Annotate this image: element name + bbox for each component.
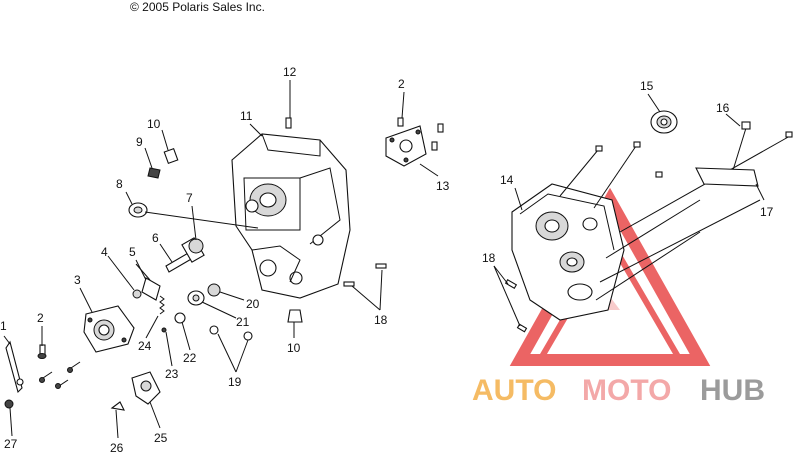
part-20-gear	[207, 283, 221, 297]
callout-labels: 1 2 2 3 4 5 6 7 8 9 10 10 11 12 13 14 15…	[0, 65, 774, 453]
part-14-gearcase-cover	[511, 183, 625, 321]
part-2-bolt-left	[37, 344, 47, 359]
part-7-gear	[188, 238, 204, 254]
callout-18-middle: 18	[374, 313, 388, 327]
callout-5: 5	[129, 245, 136, 259]
callout-11: 11	[240, 109, 253, 123]
part-25-lever	[131, 371, 161, 405]
part-12-dowel	[285, 117, 292, 129]
callout-20: 20	[246, 297, 260, 311]
part-22-washer	[174, 312, 186, 324]
part-8-seal	[128, 202, 148, 218]
part-27-nut	[4, 399, 14, 409]
part-24-spring	[159, 295, 165, 315]
part-3-cover-plate	[83, 305, 135, 353]
watermark-text-moto: MOTO	[582, 374, 671, 407]
callout-10-top: 10	[147, 117, 161, 131]
part-26-clip	[110, 401, 125, 411]
leader-lines	[3, 80, 765, 439]
callout-7: 7	[186, 191, 193, 205]
callout-17: 17	[760, 205, 774, 219]
watermark-text-auto: AUTO	[472, 374, 556, 407]
callout-16: 16	[716, 101, 730, 115]
callout-2-right: 2	[398, 77, 405, 91]
part-17-bracket	[695, 167, 759, 187]
part-10-plug-top	[163, 147, 179, 165]
callout-3: 3	[74, 273, 81, 287]
callout-24: 24	[138, 339, 152, 353]
callout-1: 1	[0, 319, 7, 333]
callout-18-right: 18	[482, 251, 496, 265]
part-5-actuator	[135, 263, 161, 301]
callout-25: 25	[154, 431, 168, 445]
callout-6: 6	[152, 231, 159, 245]
callout-21: 21	[236, 315, 250, 329]
part-13-gasket-plate	[385, 125, 427, 167]
part-18-pins-middle	[343, 263, 387, 287]
part-1-bracket	[5, 340, 24, 394]
callout-13: 13	[436, 179, 450, 193]
callout-4: 4	[101, 245, 108, 259]
callout-10-bottom: 10	[287, 341, 301, 355]
part-18-pins-right	[504, 279, 528, 333]
callout-27: 27	[4, 437, 18, 451]
copyright-notice: © 2005 Polaris Sales Inc.	[130, 0, 265, 14]
callout-22: 22	[183, 351, 197, 365]
part-3-bolts	[39, 361, 81, 389]
callout-14: 14	[500, 173, 514, 187]
part-19-nut-b	[243, 331, 253, 341]
callout-26: 26	[110, 441, 124, 453]
callout-23: 23	[165, 367, 179, 381]
callout-9: 9	[136, 135, 143, 149]
part-4-nut	[132, 289, 142, 299]
part-9-pin	[147, 167, 161, 179]
part-19-nut-a	[209, 325, 219, 335]
callout-19: 19	[228, 375, 242, 389]
part-11-gearcase-housing	[231, 133, 351, 299]
callout-8: 8	[116, 177, 123, 191]
part-15-bearing	[650, 110, 678, 134]
callout-12: 12	[283, 65, 297, 79]
part-2-bolts-right	[397, 117, 444, 151]
part-23-pin	[161, 327, 167, 333]
watermark-text-hub: HUB	[700, 374, 765, 407]
part-10-plug-lower	[287, 309, 303, 323]
callout-15: 15	[640, 79, 654, 93]
part-21-bearing	[187, 290, 205, 306]
callout-2-left: 2	[37, 311, 44, 325]
